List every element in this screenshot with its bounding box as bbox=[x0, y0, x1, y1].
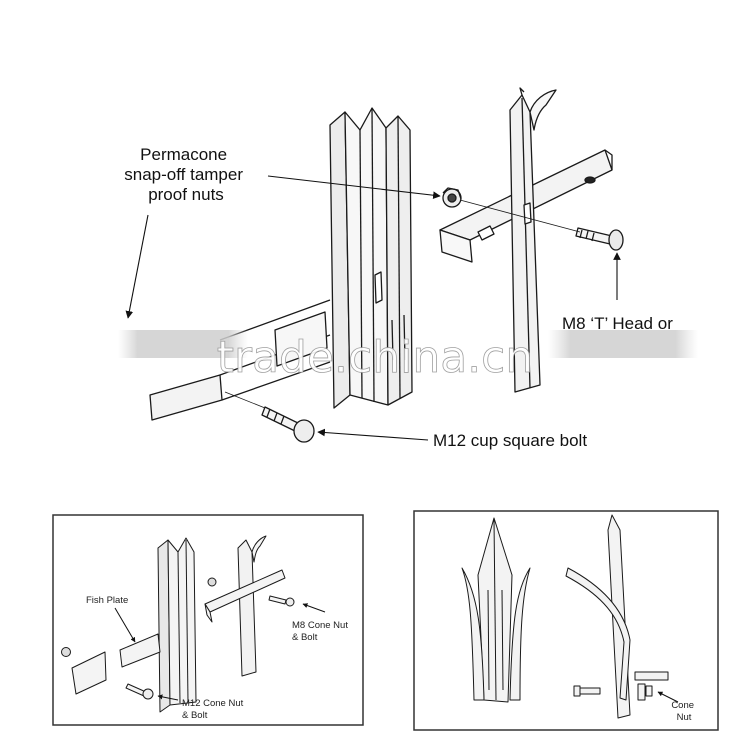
main-leaders bbox=[125, 175, 621, 441]
watermark-band-right bbox=[548, 330, 698, 358]
main-pale bbox=[329, 107, 413, 409]
inset-m12-arrow bbox=[157, 694, 179, 701]
nut-leader-arrow-2 bbox=[125, 214, 149, 319]
nut-leader-arrow bbox=[267, 175, 441, 200]
inset-m8-label-line-2: & Bolt bbox=[292, 632, 318, 643]
watermark: trade.china.cn bbox=[118, 330, 698, 383]
inset-right-frame bbox=[413, 510, 719, 731]
inset-right-bracket bbox=[634, 671, 669, 681]
fish-plate-label: Fish Plate bbox=[86, 595, 128, 606]
cone-nut-arrow bbox=[657, 691, 679, 703]
nuts-label-line-2: snap-off tamper bbox=[124, 165, 243, 184]
inset-right: Cone Nut bbox=[413, 510, 719, 731]
inset-m8-arrow bbox=[302, 603, 326, 613]
inset-left-right-pale bbox=[237, 539, 257, 677]
m8-bolt bbox=[575, 227, 624, 251]
watermark-band-left bbox=[118, 330, 248, 358]
main-assembly bbox=[149, 87, 624, 443]
fish-plate-arrow bbox=[114, 607, 136, 643]
cone-nut bbox=[442, 187, 462, 208]
nuts-label-line-1: Permacone bbox=[140, 145, 227, 164]
inset-left-lower-rail bbox=[71, 651, 107, 695]
inset-m12-label-line-2: & Bolt bbox=[182, 710, 208, 721]
fish-plate bbox=[274, 311, 328, 367]
m12-bolt bbox=[261, 406, 315, 443]
nuts-label: Permacone snap-off tamper proof nuts bbox=[124, 145, 248, 204]
inset-m8-label: M8 Cone Nut & Bolt bbox=[292, 620, 351, 643]
inset-m12-label-line-1: M12 Cone Nut bbox=[182, 698, 244, 709]
inset-right-bolt bbox=[577, 687, 601, 695]
inset-m12-label: M12 Cone Nut & Bolt bbox=[182, 698, 246, 721]
m12-label: M12 cup square bolt bbox=[433, 431, 587, 450]
inset-left-m8-bolt bbox=[268, 595, 287, 605]
nuts-label-line-3: proof nuts bbox=[148, 185, 224, 204]
inset-left-fish-plate bbox=[119, 633, 161, 668]
cone-nut-label-line-1: Cone bbox=[671, 700, 694, 711]
m8-label: M8 ‘T’ Head or bbox=[562, 314, 673, 333]
inset-left: Fish Plate M8 Cone Nut & Bolt M12 Cone N… bbox=[52, 514, 364, 726]
inset-right-cone-nut bbox=[645, 685, 653, 697]
inset-left-frame bbox=[52, 514, 364, 726]
m12-leader-arrow bbox=[317, 428, 429, 441]
right-pale bbox=[509, 87, 557, 393]
cone-nut-label-line-2: Nut bbox=[677, 712, 692, 723]
cone-nut-label: Cone Nut bbox=[671, 700, 696, 723]
watermark-text: trade.china.cn bbox=[217, 332, 534, 383]
inset-m8-label-line-1: M8 Cone Nut bbox=[292, 620, 348, 631]
